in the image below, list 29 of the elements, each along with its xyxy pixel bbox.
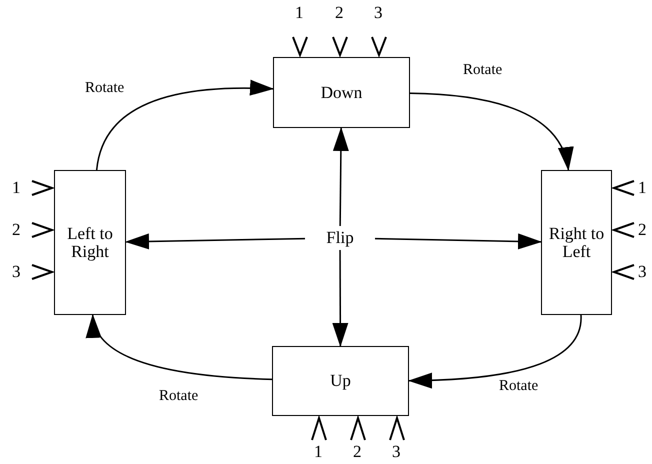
- orientation-box: [54, 170, 126, 315]
- flip-label: Flip: [326, 229, 354, 247]
- port-number: 2: [335, 4, 344, 21]
- arrow: [332, 250, 348, 347]
- port-number: 2: [638, 221, 646, 238]
- arrow: [125, 233, 306, 250]
- port-number: 3: [392, 443, 400, 460]
- port-number: 1: [314, 443, 322, 460]
- orientation-box: [273, 57, 410, 128]
- arrow: [88, 314, 272, 380]
- port-number: 2: [353, 443, 362, 460]
- port-number: 3: [638, 263, 646, 280]
- port-number: 1: [295, 4, 304, 21]
- box-label: Up: [330, 372, 351, 390]
- box-label: Down: [320, 84, 362, 102]
- arrow: [408, 314, 582, 388]
- arrow: [410, 92, 572, 171]
- arrow: [332, 127, 349, 226]
- arrow: [96, 80, 274, 170]
- port-number: 1: [12, 179, 20, 196]
- orientation-box: [541, 170, 612, 315]
- box-label: Right to Left: [548, 224, 606, 260]
- port-number: 3: [374, 4, 382, 21]
- arrow: [374, 233, 542, 250]
- port-number: 2: [12, 221, 20, 238]
- port-number: 3: [12, 263, 20, 280]
- port-number: 1: [638, 179, 646, 196]
- orientation-box: [272, 346, 409, 416]
- box-label: Left to Right: [66, 224, 114, 260]
